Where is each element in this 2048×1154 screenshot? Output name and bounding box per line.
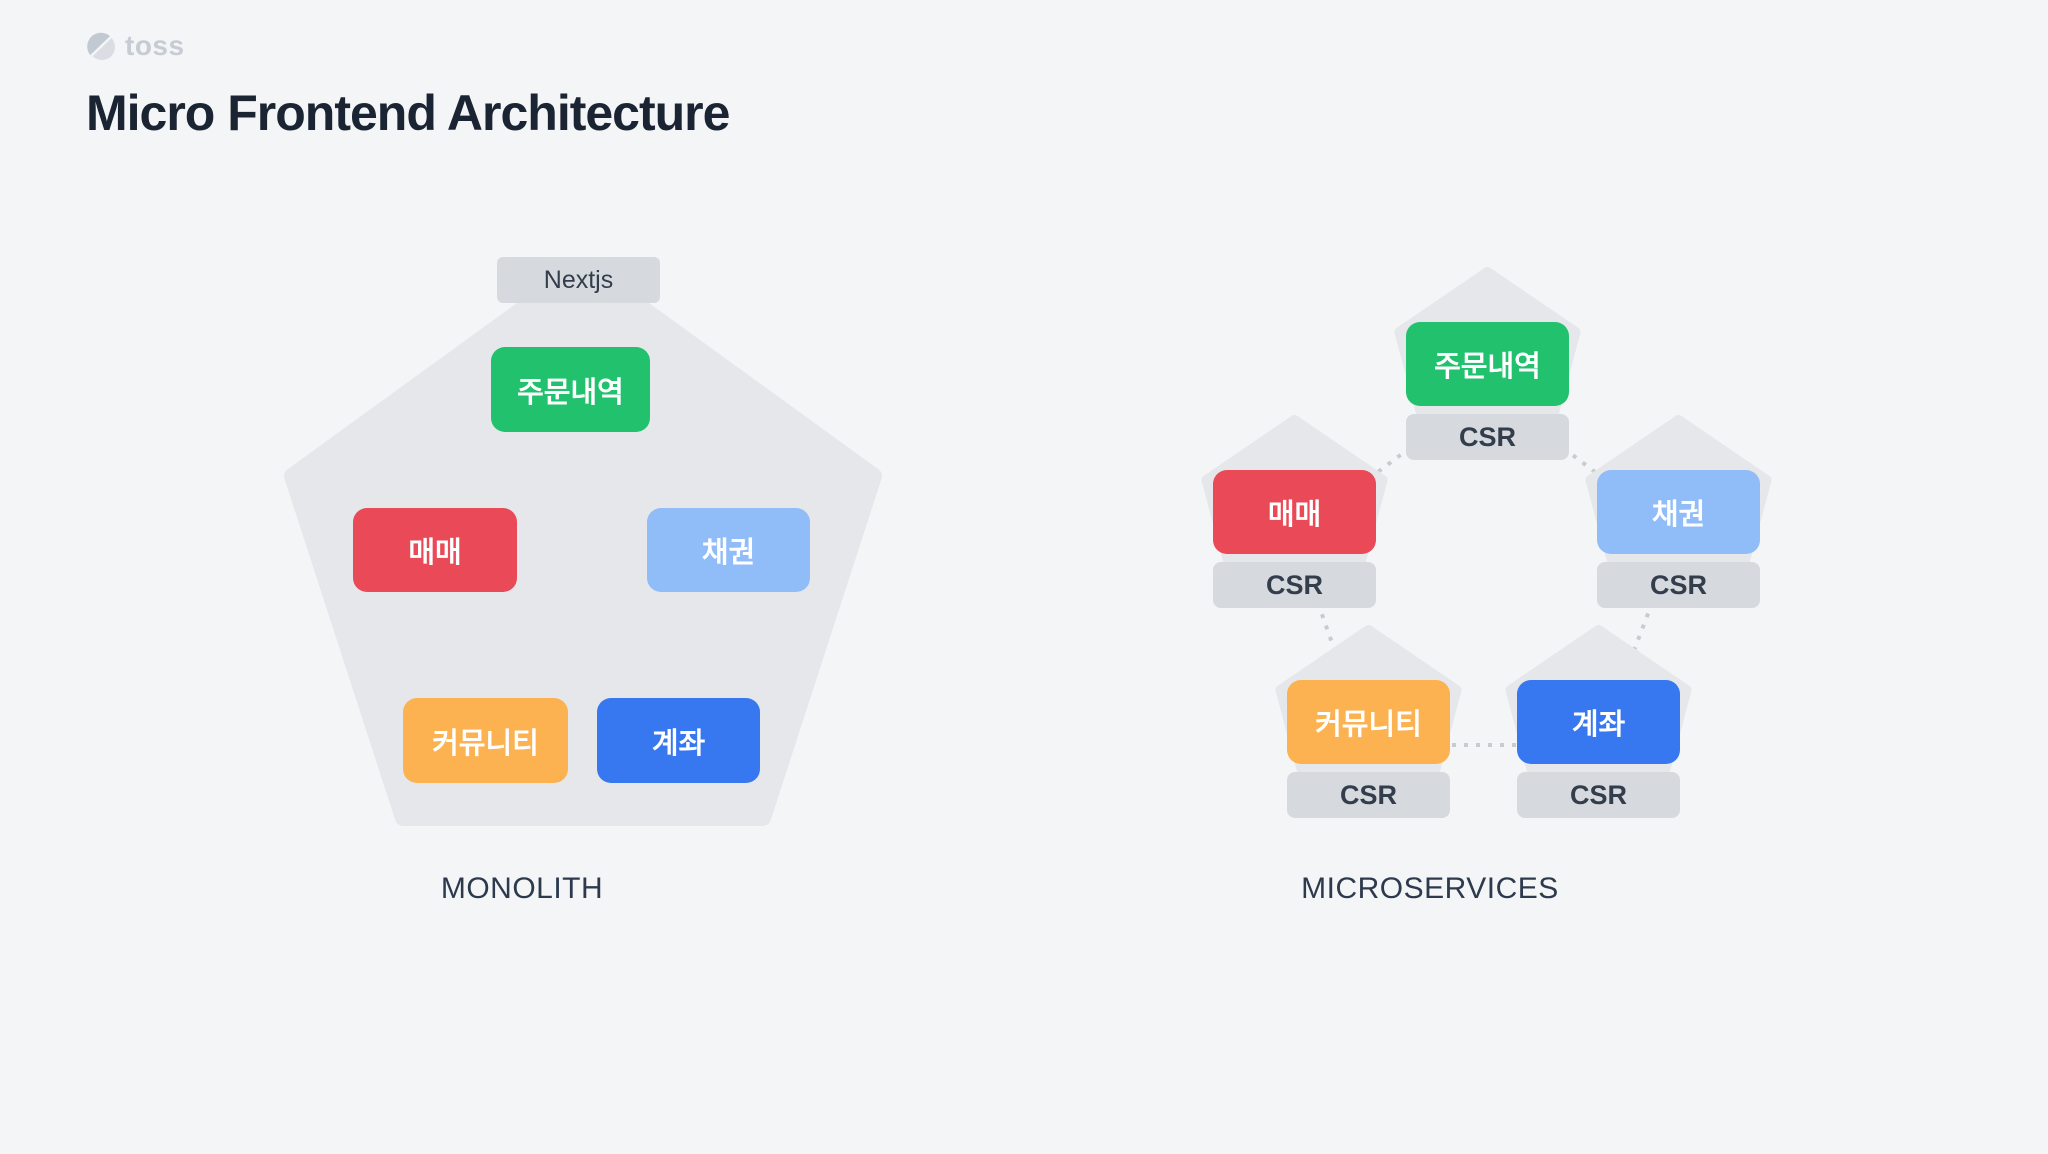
toss-logo-icon bbox=[87, 32, 115, 60]
monolith-module-account: 계좌 bbox=[597, 698, 760, 783]
monolith-module-bonds: 채권 bbox=[647, 508, 810, 592]
monolith-module-community: 커뮤니티 bbox=[403, 698, 568, 783]
microservices-label: MICROSERVICES bbox=[1301, 872, 1559, 905]
service-box-bonds: 채권 bbox=[1597, 470, 1760, 554]
toss-logo: toss bbox=[86, 30, 185, 62]
service-box-community: 커뮤니티 bbox=[1287, 680, 1450, 764]
service-box-orders: 주문내역 bbox=[1406, 322, 1569, 406]
monolith-label: MONOLITH bbox=[440, 872, 604, 905]
service-csr-orders: CSR bbox=[1406, 414, 1569, 460]
toss-logo-text: toss bbox=[125, 30, 185, 61]
monolith-module-orders: 주문내역 bbox=[491, 347, 650, 432]
service-csr-trading: CSR bbox=[1213, 562, 1376, 608]
monolith-module-trading: 매매 bbox=[353, 508, 517, 592]
page-title: Micro Frontend Architecture bbox=[86, 85, 730, 141]
service-box-account: 계좌 bbox=[1517, 680, 1680, 764]
service-box-trading: 매매 bbox=[1213, 470, 1376, 554]
service-csr-account: CSR bbox=[1517, 772, 1680, 818]
monolith-pentagon bbox=[284, 257, 882, 826]
monolith-nextjs-box: Nextjs bbox=[497, 257, 660, 303]
service-csr-bonds: CSR bbox=[1597, 562, 1760, 608]
service-csr-community: CSR bbox=[1287, 772, 1450, 818]
